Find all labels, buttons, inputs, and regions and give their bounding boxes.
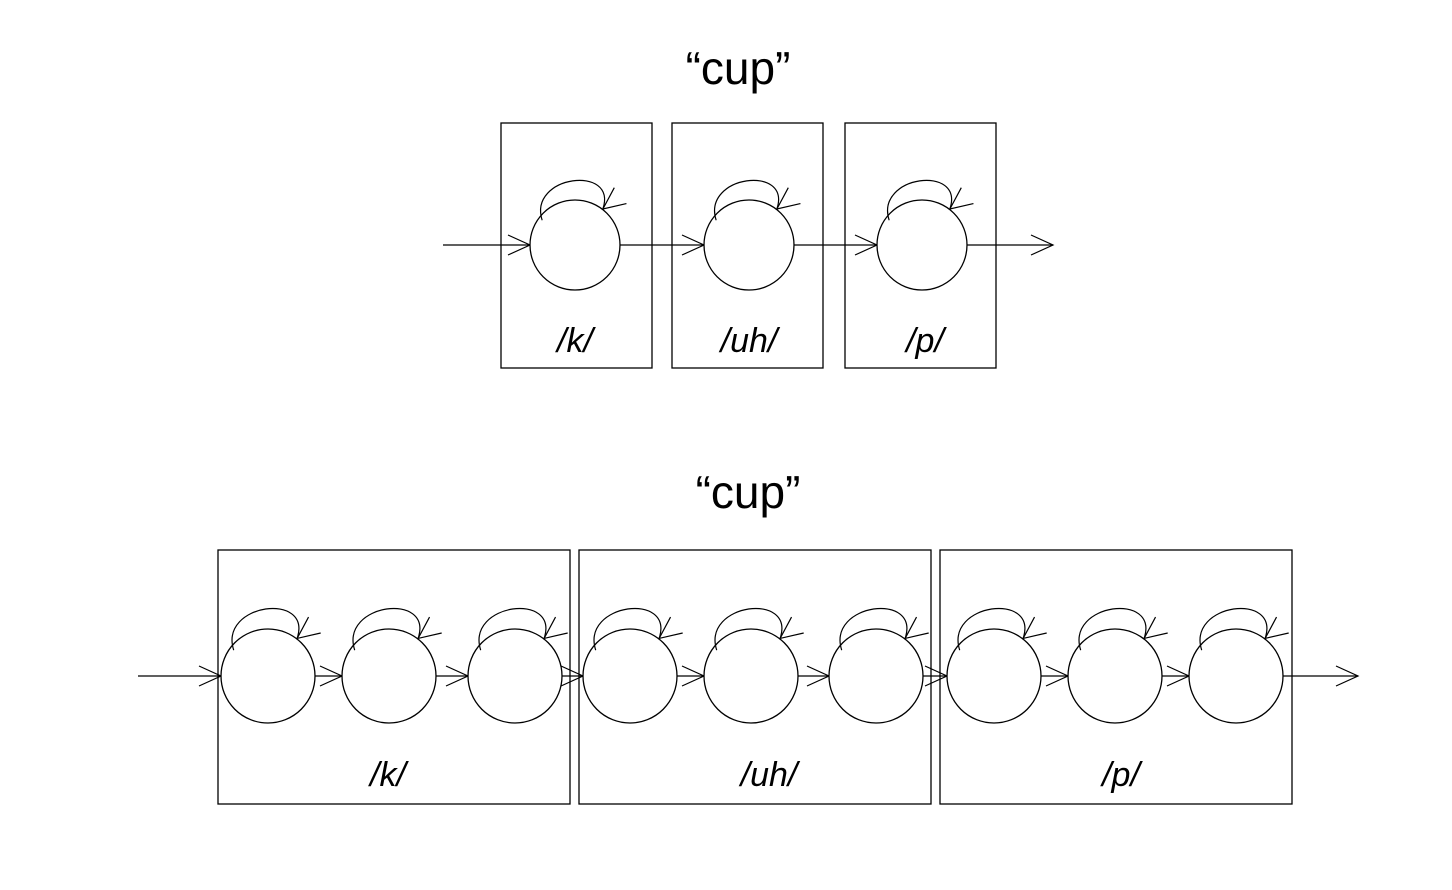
bottom-self-loop	[1199, 607, 1268, 651]
top-self-loop-head	[948, 187, 974, 210]
bottom-self-loop-head	[657, 616, 683, 640]
top-state	[876, 199, 968, 291]
bottom-self-loop-head	[1142, 616, 1168, 640]
bottom-state	[828, 628, 924, 724]
bottom-self-loop-head	[903, 616, 929, 640]
bottom-phone-label-p: /p/	[1100, 756, 1143, 794]
bottom-state	[467, 628, 563, 724]
bottom-state	[220, 628, 316, 724]
bottom-self-loop	[714, 607, 783, 651]
bottom-states	[138, 607, 1360, 724]
top-exit-arrow-head	[1030, 234, 1055, 256]
bottom-state	[946, 628, 1042, 724]
bottom-phone-box-uh	[578, 549, 932, 805]
bottom-phone-box-p	[939, 549, 1293, 805]
bottom-title: “cup”	[696, 466, 801, 518]
bottom-self-loop-head	[1021, 616, 1047, 640]
bottom-self-loop	[593, 607, 662, 651]
bottom-self-loop-head	[542, 616, 568, 640]
bottom-self-loop	[231, 607, 300, 651]
top-self-loop-head	[775, 187, 801, 210]
bottom-self-loop-head	[295, 616, 321, 640]
bottom-self-loop-head	[416, 616, 442, 640]
bottom-exit-arrow-head	[1335, 665, 1360, 687]
bottom-hmm-diagram: “cup” /k/ /uh/ /p/	[138, 466, 1360, 805]
bottom-phone-label-k: /k/	[368, 756, 409, 794]
bottom-self-loop	[352, 607, 421, 651]
top-state	[703, 199, 795, 291]
bottom-phone-label-uh: /uh/	[739, 756, 801, 794]
bottom-self-loop	[839, 607, 908, 651]
bottom-self-loop-head	[1263, 616, 1289, 640]
top-states	[443, 179, 1055, 291]
bottom-state	[1188, 628, 1284, 724]
top-self-loop	[886, 179, 953, 221]
bottom-state	[703, 628, 799, 724]
top-self-loop	[539, 179, 606, 221]
top-state	[529, 199, 621, 291]
bottom-self-loop	[478, 607, 547, 651]
top-phone-label-p: /p/	[904, 322, 947, 360]
bottom-self-loop	[1078, 607, 1147, 651]
top-phone-label-k: /k/	[555, 322, 596, 360]
top-self-loop-head	[601, 187, 627, 210]
bottom-self-loop	[957, 607, 1026, 651]
top-hmm-diagram: “cup” /k/ /uh/ /p/	[443, 42, 1055, 369]
top-title: “cup”	[686, 42, 791, 94]
bottom-state	[1067, 628, 1163, 724]
bottom-self-loop-head	[778, 616, 804, 640]
bottom-state	[341, 628, 437, 724]
top-self-loop	[713, 179, 780, 221]
bottom-state	[582, 628, 678, 724]
top-phone-label-uh: /uh/	[719, 322, 781, 360]
